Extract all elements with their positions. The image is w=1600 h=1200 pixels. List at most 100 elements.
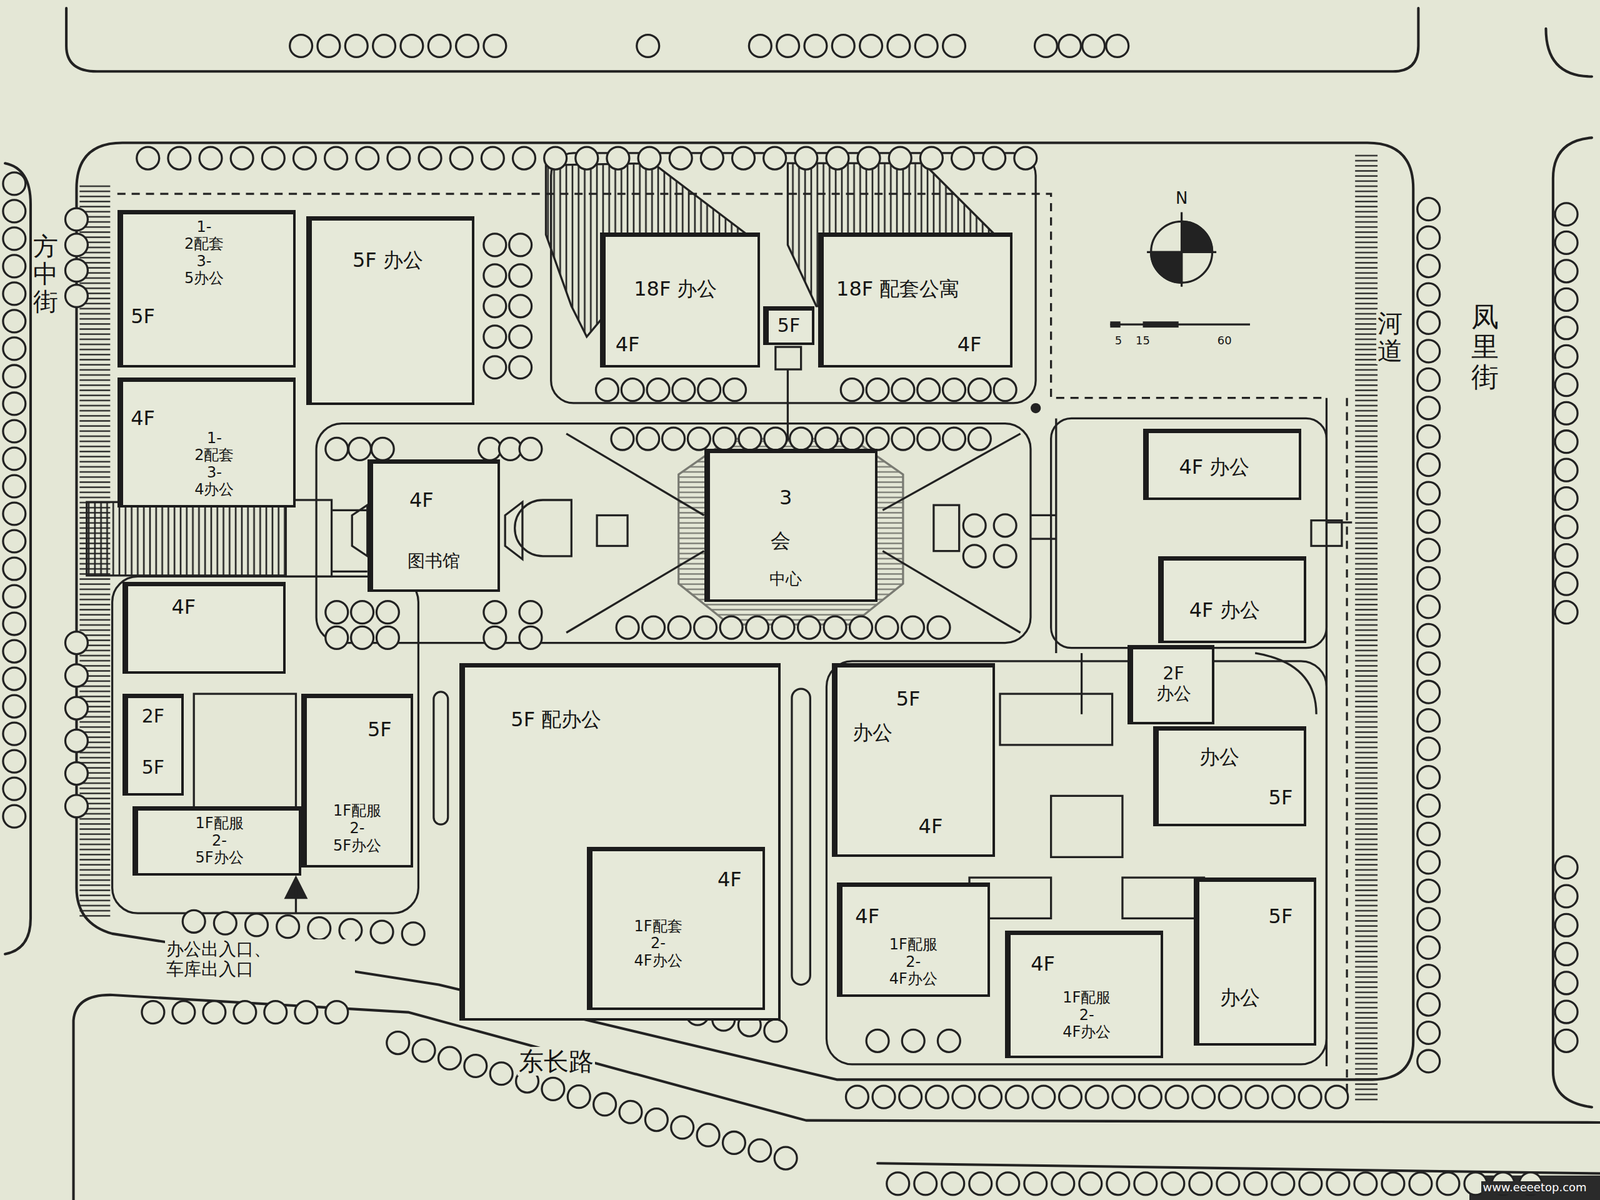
tree — [65, 233, 88, 257]
site-boundary — [76, 143, 1414, 1080]
tree — [438, 1046, 461, 1070]
tree — [662, 427, 685, 450]
tree — [3, 282, 26, 305]
floor-label: 5F — [141, 756, 165, 779]
tree — [722, 1131, 745, 1155]
tree — [1555, 203, 1578, 226]
tree — [886, 1172, 910, 1195]
tree — [723, 378, 747, 402]
plaza-feature — [933, 505, 960, 551]
tree — [276, 915, 300, 939]
tree — [509, 233, 532, 257]
building-block: 2F 办公 — [1127, 645, 1215, 725]
tree — [1059, 1085, 1082, 1109]
tree — [1024, 1172, 1047, 1195]
tree — [3, 777, 26, 800]
floor-label: 1F配服 2-5F办公 — [333, 802, 382, 855]
tree — [1555, 260, 1578, 283]
tree — [1417, 425, 1440, 448]
tree — [774, 1146, 797, 1170]
tree — [376, 601, 399, 624]
tree — [1555, 458, 1578, 482]
tree — [481, 146, 504, 170]
floor-label: 2F 办公 — [1156, 663, 1192, 704]
tree — [1271, 1172, 1295, 1195]
compass — [1146, 212, 1217, 287]
tree — [927, 616, 950, 639]
tree — [1299, 1172, 1322, 1195]
tree — [1417, 538, 1440, 562]
street-name: 方中街 — [31, 232, 60, 315]
floor-label: 5F — [130, 305, 155, 329]
tree — [1417, 623, 1440, 647]
tree — [698, 378, 721, 402]
tree — [1354, 1172, 1377, 1195]
tree — [1165, 1085, 1189, 1109]
tree — [963, 514, 986, 537]
road-curb — [1545, 28, 1592, 77]
tree — [1417, 1021, 1440, 1045]
tree — [3, 530, 26, 553]
tree — [668, 616, 691, 639]
tree — [1138, 1085, 1162, 1109]
building-block: 4F1F配服 2-4F办公 — [1005, 930, 1164, 1059]
tree — [672, 378, 695, 402]
tree — [513, 146, 536, 170]
floor-label: 4F — [717, 868, 742, 892]
tree — [748, 35, 772, 58]
building-block: 1F配服 2-5F办公 — [132, 806, 301, 876]
floor-label: 1F配套 2-4F办公 — [634, 918, 683, 970]
tree — [1085, 1085, 1109, 1109]
tree — [696, 1123, 720, 1147]
tree — [418, 146, 442, 170]
tree — [952, 1085, 975, 1109]
tree — [732, 146, 755, 170]
tree — [1417, 368, 1440, 391]
tree — [498, 437, 522, 460]
gate — [285, 500, 332, 577]
floor-label: 4F — [615, 333, 640, 357]
block-outline — [1051, 418, 1327, 648]
median — [433, 691, 449, 825]
tree — [941, 1172, 965, 1195]
tree — [993, 378, 1017, 402]
tree — [141, 1001, 165, 1024]
floor-label: 会 — [770, 529, 791, 553]
block-outline — [826, 661, 1327, 1065]
tree — [65, 729, 88, 752]
building-block: 4F 1F配套 2-4F办公 — [586, 846, 766, 1010]
tree — [1417, 908, 1440, 931]
axis-line — [786, 369, 789, 441]
entrance-note: 办公出入口、车库出入口 — [165, 939, 355, 980]
building-block: 3会中心 — [704, 448, 879, 602]
tree — [771, 616, 795, 639]
compass-cross — [1146, 212, 1217, 287]
tree — [968, 378, 991, 402]
tree — [233, 1001, 257, 1024]
library-wing — [351, 505, 367, 557]
tree — [1417, 255, 1440, 278]
tree — [1244, 1172, 1267, 1195]
tree — [917, 427, 940, 450]
tree — [1417, 396, 1440, 420]
tree — [1192, 1085, 1215, 1109]
tree — [1417, 794, 1440, 817]
compass-quadrant — [1181, 221, 1213, 252]
tree — [295, 1001, 318, 1024]
tree — [826, 146, 849, 170]
tree — [860, 35, 883, 58]
tree — [483, 295, 507, 318]
tree — [450, 146, 473, 170]
floor-label: 1-2配套 3-4办公 — [194, 430, 234, 499]
tree — [203, 1001, 226, 1024]
building-block: 5F 办公 — [306, 216, 475, 405]
tree — [65, 795, 88, 818]
tree — [925, 1085, 949, 1109]
tree — [519, 437, 542, 460]
building-block: 5F 配办公4F1F配套 2-4F办公 — [459, 663, 781, 1020]
tree — [1112, 1085, 1135, 1109]
tree — [1555, 316, 1578, 340]
tree — [606, 146, 630, 170]
tree — [700, 146, 724, 170]
